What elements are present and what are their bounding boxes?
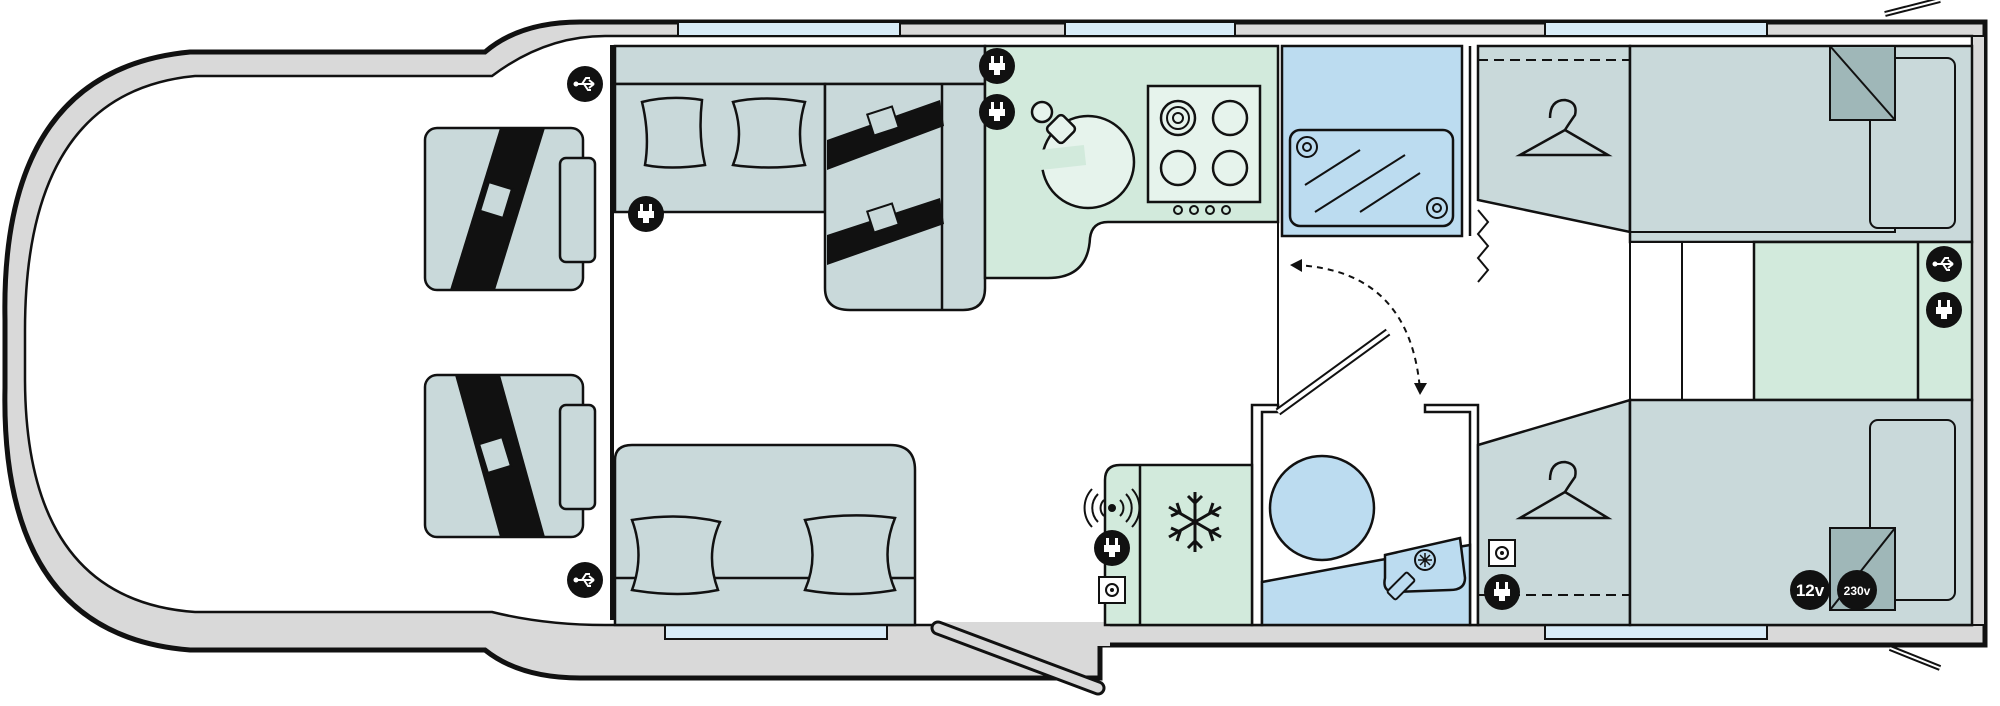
door-swing-arrow bbox=[1294, 264, 1421, 391]
lounge-sofa-bottom bbox=[613, 443, 917, 627]
seatbelt-icon bbox=[450, 128, 545, 290]
window bbox=[677, 21, 901, 37]
seatbelt-icon bbox=[827, 100, 944, 170]
passenger-seat bbox=[423, 373, 597, 539]
power-socket-icon bbox=[1926, 292, 1962, 328]
gas-hob-icon bbox=[1146, 84, 1262, 215]
power-socket-icon bbox=[979, 94, 1015, 130]
window bbox=[1544, 21, 1768, 37]
usb-icon bbox=[567, 562, 603, 598]
entry-door bbox=[930, 620, 1106, 696]
window bbox=[664, 624, 888, 640]
badge-12v-label: 12v bbox=[1796, 581, 1825, 600]
tv-aerial-icon bbox=[1083, 488, 1141, 528]
power-socket-icon bbox=[979, 48, 1015, 84]
basin-icon bbox=[1383, 536, 1467, 601]
cushion-icon bbox=[640, 96, 707, 169]
coat-hanger-icon bbox=[1515, 98, 1613, 157]
bathroom bbox=[1250, 259, 1480, 627]
coat-hanger-icon bbox=[1515, 460, 1613, 520]
badge-230v: 230v bbox=[1837, 570, 1877, 610]
cushion-icon bbox=[731, 97, 807, 169]
step-zigzag bbox=[1476, 209, 1490, 283]
window bbox=[1544, 624, 1768, 640]
power-socket-icon bbox=[1094, 530, 1130, 566]
lounge-sofa-top bbox=[613, 44, 987, 214]
badge-230v-label: 230v bbox=[1844, 584, 1871, 598]
seatbelt-icon bbox=[827, 198, 944, 265]
tv-socket-icon bbox=[1488, 539, 1516, 567]
cushion-icon bbox=[630, 515, 722, 596]
usb-icon bbox=[1926, 246, 1962, 282]
badge-12v: 12v bbox=[1790, 570, 1830, 610]
bedroom-step bbox=[1629, 241, 1755, 401]
tv-socket-icon bbox=[1098, 576, 1126, 604]
seatbelt-icon bbox=[455, 375, 545, 537]
cushion-icon bbox=[803, 514, 897, 596]
travel-seats bbox=[823, 82, 987, 312]
snowflake-icon bbox=[1168, 492, 1222, 552]
kitchen-unit bbox=[983, 44, 1280, 280]
power-socket-icon bbox=[628, 196, 664, 232]
fridge-unit bbox=[1103, 463, 1254, 627]
window bbox=[1064, 21, 1236, 37]
washroom bbox=[1280, 44, 1472, 238]
rear-awning bbox=[1884, 0, 1942, 671]
shower-tray-icon bbox=[1288, 128, 1455, 228]
sink-icon bbox=[1030, 100, 1136, 210]
driver-seat bbox=[423, 126, 597, 292]
wardrobe-top bbox=[1476, 44, 1632, 234]
toilet-icon bbox=[1268, 454, 1376, 562]
single-bed-top bbox=[1478, 44, 1974, 244]
usb-icon bbox=[567, 66, 603, 102]
power-socket-icon bbox=[1484, 574, 1520, 610]
